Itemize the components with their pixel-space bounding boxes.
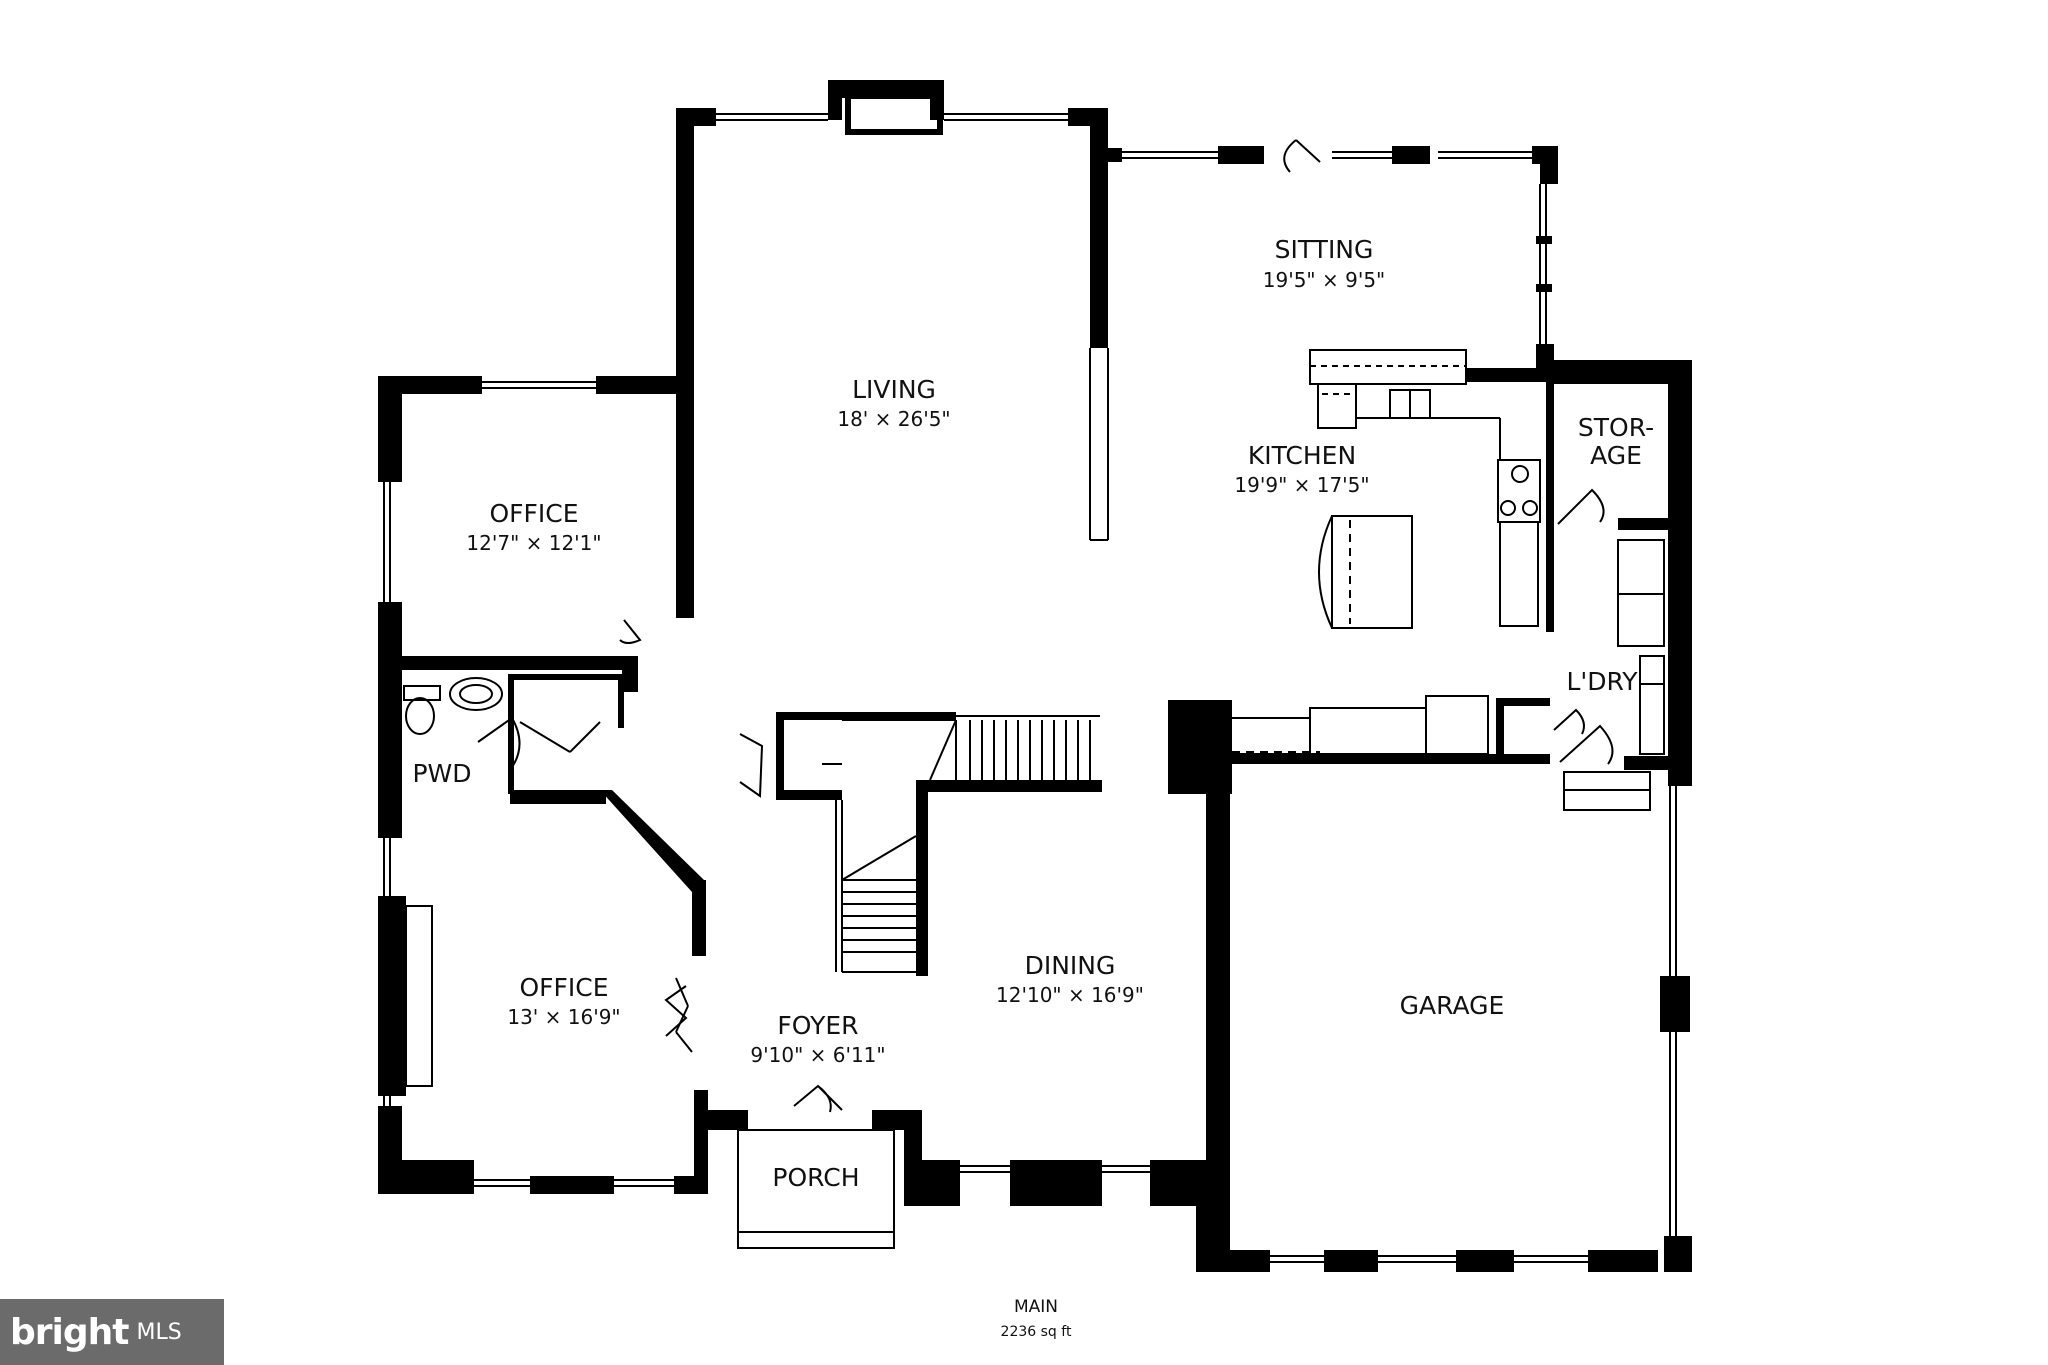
room-name-laundry: L'DRY (1566, 667, 1638, 696)
room-name-office-lower: OFFICE (519, 973, 608, 1002)
windows (383, 113, 1677, 1263)
stairs (822, 715, 1100, 973)
room-name-kitchen: KITCHEN (1248, 441, 1356, 470)
room-name-pwd: PWD (412, 759, 471, 788)
porch-outline (737, 1129, 895, 1249)
room-dims-dining: 12'10" × 16'9" (996, 983, 1144, 1007)
room-name-porch: PORCH (772, 1163, 859, 1192)
room-labels: SITTING 19'5" × 9'5" LIVING 18' × 26'5" … (412, 235, 1654, 1192)
room-name-storage-1: STOR- (1578, 413, 1654, 442)
room-dims-office-upper: 12'7" × 12'1" (466, 531, 601, 555)
room-name-garage: GARAGE (1400, 991, 1505, 1020)
footer: MAIN 2236 sq ft (1001, 1297, 1072, 1340)
room-name-office-upper: OFFICE (489, 499, 578, 528)
walls (378, 80, 1692, 1272)
room-dims-sitting: 19'5" × 9'5" (1263, 268, 1386, 292)
room-dims-living: 18' × 26'5" (837, 407, 950, 431)
room-name-storage-2: AGE (1590, 441, 1642, 470)
kitchen-fixtures (403, 139, 1665, 1113)
room-dims-foyer: 9'10" × 6'11" (750, 1043, 885, 1067)
room-name-dining: DINING (1025, 951, 1116, 980)
room-dims-kitchen: 19'9" × 17'5" (1234, 473, 1369, 497)
room-dims-office-lower: 13' × 16'9" (507, 1005, 620, 1029)
watermark-brand: bright (10, 1311, 129, 1353)
room-name-living: LIVING (852, 375, 936, 404)
watermark-logo: bright MLS (0, 1299, 224, 1365)
room-name-sitting: SITTING (1275, 235, 1374, 264)
floor-level-title: MAIN (1014, 1297, 1058, 1317)
watermark-suffix: MLS (136, 1319, 182, 1345)
floor-area: 2236 sq ft (1001, 1324, 1072, 1340)
room-name-foyer: FOYER (777, 1011, 858, 1040)
